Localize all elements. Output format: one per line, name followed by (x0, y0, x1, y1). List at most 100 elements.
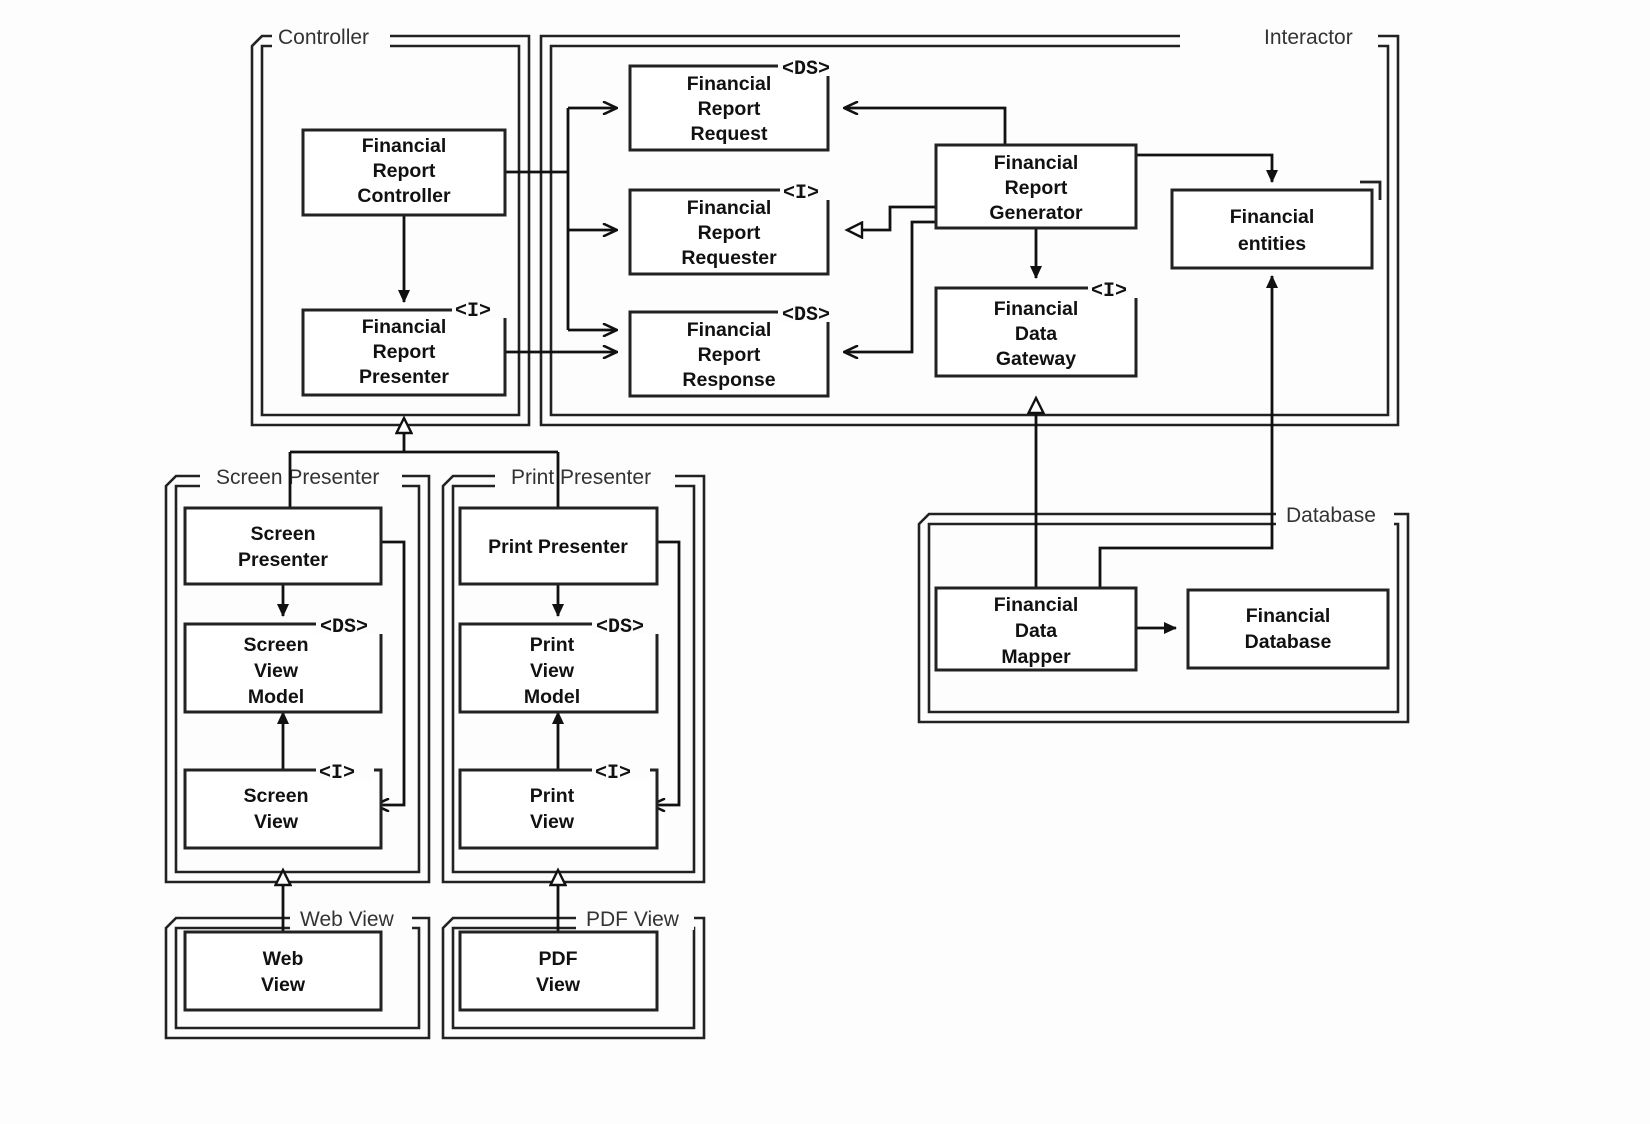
stereotype-label: <I> (1091, 280, 1127, 303)
group-interactor: Interactor (539, 24, 1400, 427)
node-label-line: Presenter (359, 366, 449, 388)
node-label-line: PDF (539, 948, 578, 970)
group-controller: Controller (250, 24, 531, 427)
node-label-line: View (261, 974, 306, 996)
node-financial-report-request[interactable]: <DS> Financial Report Request (628, 54, 848, 152)
node-label-line: Print (530, 634, 575, 656)
node-label-line: Report (698, 98, 761, 120)
node-label-line: Report (1005, 177, 1068, 199)
node-financial-report-requester[interactable]: <I> Financial Report Requester (628, 178, 838, 276)
node-label-line: Presenter (238, 549, 328, 571)
database-label-bg (1282, 502, 1394, 526)
stereotype-label: <DS> (596, 616, 644, 639)
node-financial-report-controller[interactable]: Financial Report Controller (301, 128, 507, 217)
node-label-line: Print Presenter (488, 536, 628, 558)
stereotype-label: <I> (783, 182, 819, 205)
node-label-line: Print (530, 785, 575, 807)
node-label-line: View (254, 811, 299, 833)
controller-label-bg (272, 24, 390, 48)
edge-screen-presenter-to-screen-view (376, 540, 406, 805)
node-label-line: Financial (362, 135, 447, 157)
group-database: Database (917, 502, 1410, 724)
node-screen-view[interactable]: <I> Screen View (183, 758, 383, 850)
node-screen-presenter[interactable]: Screen Presenter (183, 506, 383, 586)
node-label-line: Mapper (1001, 646, 1071, 668)
node-label-line: Financial (994, 594, 1079, 616)
node-label-line: Screen (250, 523, 315, 545)
node-label-line: Model (248, 686, 304, 708)
node-label-line: Financial (1230, 206, 1315, 228)
node-label-line: Controller (357, 185, 451, 207)
edge-generator-to-response (845, 220, 935, 352)
screen-presenter-label-bg (212, 464, 402, 488)
edge-generator-implements-requester (847, 205, 935, 230)
node-label-line: Financial (1246, 605, 1331, 627)
node-financial-data-mapper[interactable]: Financial Data Mapper (934, 586, 1138, 672)
node-financial-report-response[interactable]: <DS> Financial Report Response (628, 300, 848, 398)
node-label-line: Response (682, 369, 775, 391)
edge-generator-to-request (845, 108, 1007, 150)
node-financial-entities[interactable]: Financial entities (1170, 180, 1382, 270)
node-label-line: View (254, 660, 299, 682)
group-web-view: Web View (164, 906, 431, 1040)
node-print-presenter[interactable]: Print Presenter (458, 506, 659, 586)
node-label-line: View (530, 660, 575, 682)
interactor-label-bg (1258, 24, 1378, 48)
node-label-line: View (536, 974, 581, 996)
stereotype-label: <DS> (782, 58, 830, 81)
node-label-line: Financial (687, 319, 772, 341)
node-print-view-model[interactable]: <DS> Print View Model (458, 612, 662, 714)
node-label-line: View (530, 811, 575, 833)
stereotype-label: <DS> (782, 304, 830, 327)
node-pdf-view[interactable]: PDF View (458, 930, 659, 1012)
node-label-line: Screen (243, 634, 308, 656)
group-pdf-view: PDF View (441, 906, 706, 1040)
node-financial-report-presenter[interactable]: <I> Financial Report Presenter (301, 296, 508, 397)
node-label-line: entities (1238, 233, 1306, 255)
node-label-line: Generator (989, 202, 1083, 224)
node-label-line: Financial (687, 197, 772, 219)
group-label-print-presenter: Print Presenter (511, 466, 651, 489)
node-print-view[interactable]: <I> Print View (458, 758, 659, 850)
node-financial-database[interactable]: Financial Database (1186, 588, 1390, 670)
node-label-line: Screen (243, 785, 308, 807)
node-label-line: Financial (994, 152, 1079, 174)
pdf-view-label-bg (582, 906, 694, 930)
group-label-web-view: Web View (300, 908, 395, 931)
node-label-line: Web (263, 948, 304, 970)
node-label-line: Request (691, 123, 768, 145)
node-label-line: Report (373, 160, 436, 182)
print-presenter-label-bg (507, 464, 675, 488)
stereotype-label: <I> (595, 762, 631, 785)
group-label-interactor: Interactor (1264, 26, 1353, 49)
node-label-line: Financial (362, 316, 447, 338)
stereotype-label: <I> (455, 300, 491, 323)
node-web-view[interactable]: Web View (183, 930, 383, 1012)
group-label-database: Database (1286, 504, 1376, 527)
node-financial-data-gateway[interactable]: <I> Financial Data Gateway (934, 276, 1146, 378)
node-label-line: Report (373, 341, 436, 363)
node-label-line: Data (1015, 620, 1057, 642)
edge-generator-to-entities (1136, 153, 1278, 183)
node-label-line: Data (1015, 323, 1057, 345)
group-label-pdf-view: PDF View (586, 908, 680, 931)
node-label-line: Report (698, 222, 761, 244)
group-label-controller: Controller (278, 26, 369, 49)
node-label-line: Report (698, 344, 761, 366)
node-label-line: Model (524, 686, 580, 708)
node-screen-view-model[interactable]: <DS> Screen View Model (183, 612, 386, 714)
node-label-line: Gateway (996, 348, 1076, 370)
group-label-screen-presenter: Screen Presenter (216, 466, 379, 489)
group-screen-presenter: Screen Presenter (164, 464, 431, 884)
node-label-line: Requester (681, 247, 777, 269)
node-label-line: Financial (687, 73, 772, 95)
web-view-label-bg (296, 906, 412, 930)
stereotype-label: <I> (319, 762, 355, 785)
group-print-presenter: Print Presenter (441, 464, 706, 884)
node-financial-report-generator[interactable]: Financial Report Generator (934, 143, 1138, 230)
node-label-line: Financial (994, 298, 1079, 320)
edge-database-to-entities (1098, 275, 1278, 588)
stereotype-label: <DS> (320, 616, 368, 639)
edge-print-presenter-to-print-view (652, 540, 681, 805)
